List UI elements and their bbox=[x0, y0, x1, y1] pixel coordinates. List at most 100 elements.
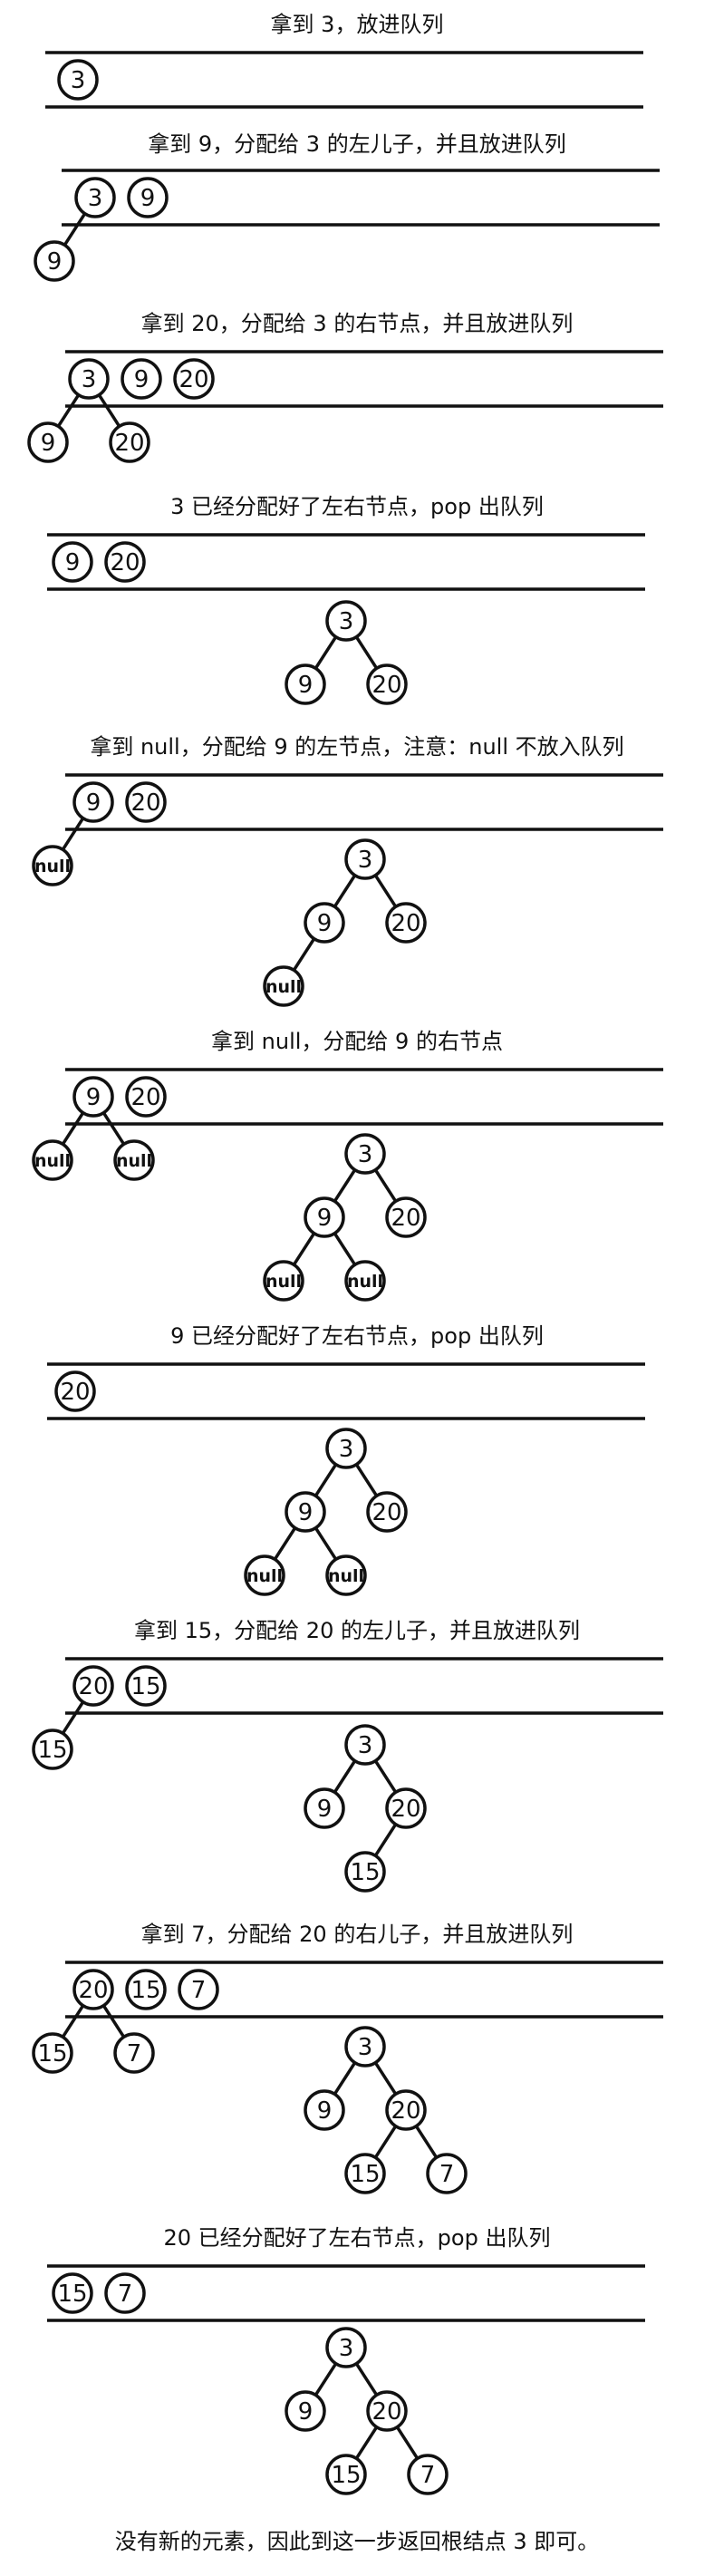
node-label: 7 bbox=[191, 1977, 207, 2004]
node-label: 20 bbox=[371, 1499, 401, 1526]
node-label: 9 bbox=[47, 248, 63, 276]
node-circle bbox=[125, 781, 167, 823]
tree-edge bbox=[414, 2125, 439, 2159]
node-circle bbox=[125, 1969, 167, 2010]
node-circle bbox=[344, 838, 386, 880]
tree-node: 3 bbox=[325, 1428, 367, 1469]
node-label: 15 bbox=[57, 2281, 87, 2308]
tree-node: 15 bbox=[344, 2153, 386, 2194]
node-label: 20 bbox=[391, 910, 420, 937]
tree-edge bbox=[373, 874, 398, 908]
tree-node: 7 bbox=[407, 2454, 449, 2495]
node-label: null bbox=[265, 977, 302, 997]
node-label: 3 bbox=[358, 1141, 373, 1168]
tree-node: 3 bbox=[344, 838, 386, 880]
node-circle bbox=[366, 663, 408, 705]
node-circle bbox=[32, 2032, 73, 2074]
node-circle bbox=[344, 1260, 386, 1302]
tree-edge bbox=[354, 635, 379, 670]
step-caption: 拿到 null，分配给 9 的左节点，注意：null 不放入队列 bbox=[90, 734, 623, 760]
assigned-child-node: null bbox=[113, 1139, 155, 1181]
node-label: 20 bbox=[371, 2398, 401, 2426]
node-circle bbox=[325, 1554, 367, 1596]
tree-node: null bbox=[344, 1260, 386, 1302]
queue-node: 9 bbox=[72, 781, 114, 823]
node-circle bbox=[52, 541, 93, 583]
node-circle bbox=[72, 1969, 114, 2010]
node-label: 9 bbox=[298, 1499, 314, 1526]
tree-edge bbox=[373, 1823, 398, 1857]
node-label: null bbox=[246, 1566, 283, 1586]
tree-node: 9 bbox=[304, 1787, 345, 1829]
assigned-child-node: 9 bbox=[34, 240, 75, 282]
tree-node: null bbox=[263, 1260, 304, 1302]
step-caption: 拿到 7，分配给 20 的右儿子，并且放进队列 bbox=[141, 1922, 574, 1947]
node-label: 9 bbox=[86, 789, 101, 817]
node-circle bbox=[125, 1665, 167, 1707]
tree-edge bbox=[354, 2426, 379, 2460]
queue-node: 9 bbox=[52, 541, 93, 583]
tree-node: 9 bbox=[285, 663, 326, 705]
tree-edge bbox=[314, 2362, 338, 2397]
node-circle bbox=[344, 1133, 386, 1175]
binary-tree: 9 15 20 3 bbox=[304, 1724, 427, 1893]
queue-node: 20 bbox=[125, 781, 167, 823]
node-label: 7 bbox=[118, 2281, 133, 2308]
queue-node: 20 bbox=[104, 541, 146, 583]
node-label: 20 bbox=[371, 672, 401, 699]
tree-edge bbox=[61, 1111, 85, 1146]
node-circle bbox=[344, 2153, 386, 2194]
node-label: 15 bbox=[130, 1673, 160, 1700]
tree-edge bbox=[273, 1526, 297, 1561]
node-circle bbox=[32, 1729, 73, 1770]
node-circle bbox=[32, 1139, 73, 1181]
node-label: 20 bbox=[391, 2097, 420, 2125]
tree-node: 9 bbox=[304, 1196, 345, 1238]
tree-edge bbox=[395, 2426, 420, 2460]
node-circle bbox=[366, 2390, 408, 2432]
node-circle bbox=[385, 1787, 427, 1829]
node-circle bbox=[74, 177, 116, 218]
node-label: 20 bbox=[130, 789, 160, 817]
node-circle bbox=[121, 358, 162, 400]
tree-node: 3 bbox=[344, 1724, 386, 1766]
tree-edge bbox=[333, 1759, 357, 1794]
tree-edge bbox=[373, 1168, 398, 1203]
tree-edge bbox=[333, 1232, 357, 1266]
queue-node: 9 bbox=[121, 358, 162, 400]
node-circle bbox=[344, 1851, 386, 1893]
node-circle bbox=[104, 2272, 146, 2314]
node-circle bbox=[113, 1139, 155, 1181]
queue-node: 20 bbox=[72, 1665, 114, 1707]
node-label: 20 bbox=[60, 1379, 90, 1406]
node-circle bbox=[34, 240, 75, 282]
node-label: null bbox=[328, 1566, 364, 1586]
tree-node: null bbox=[244, 1554, 285, 1596]
tree-node: 15 bbox=[325, 2454, 367, 2495]
tree-node: 9 bbox=[304, 2089, 345, 2131]
node-label: 15 bbox=[350, 1859, 380, 1886]
tree-node: 20 bbox=[366, 1491, 408, 1533]
node-circle bbox=[344, 1724, 386, 1766]
tree-node: 3 bbox=[344, 1133, 386, 1175]
node-label: null bbox=[34, 857, 71, 876]
node-label: 20 bbox=[391, 1796, 420, 1823]
node-circle bbox=[27, 421, 69, 463]
node-label: 9 bbox=[86, 1084, 101, 1111]
node-label: 15 bbox=[350, 2161, 380, 2188]
tree-edge bbox=[354, 1463, 379, 1497]
node-label: 15 bbox=[130, 1977, 160, 2004]
node-circle bbox=[304, 2089, 345, 2131]
step-caption: 拿到 null，分配给 9 的右节点 bbox=[211, 1029, 503, 1054]
queue-node: 3 bbox=[57, 59, 99, 101]
node-label: 9 bbox=[65, 549, 81, 576]
queue: 20 bbox=[54, 1370, 96, 1412]
